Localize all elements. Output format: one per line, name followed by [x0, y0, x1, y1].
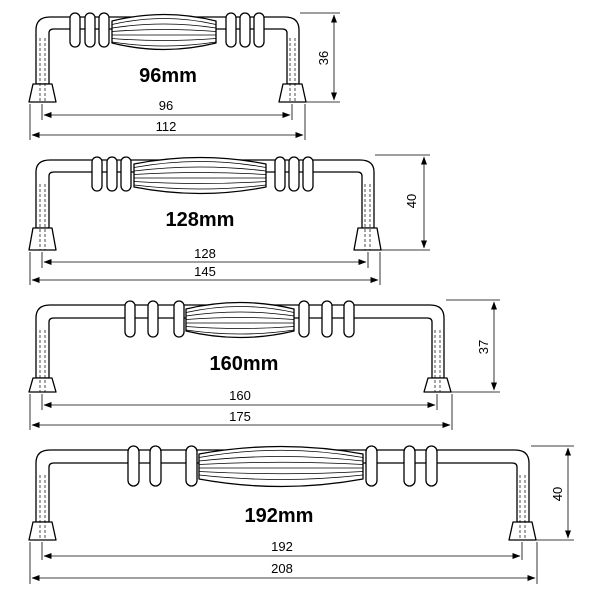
- height-value: 36: [316, 51, 331, 65]
- dimension-lines: [29, 154, 430, 285]
- height-value: 37: [476, 340, 491, 354]
- size-label: 96mm: [139, 65, 197, 87]
- size-label: 160mm: [210, 353, 279, 375]
- handle-192mm: 192mm 192 208 40: [28, 445, 574, 584]
- handle-body: [28, 445, 537, 541]
- handle-160mm: 160mm 160 175 37: [28, 299, 500, 430]
- handle-96mm: 96mm 96 112 36: [28, 12, 340, 140]
- overall-length-value: 145: [194, 264, 216, 279]
- handle-body: [28, 156, 382, 251]
- handle-body: [28, 300, 452, 393]
- dimension-lines: [29, 445, 574, 584]
- dimension-lines: [29, 299, 500, 430]
- hole-spacing-value: 160: [229, 388, 251, 403]
- height-value: 40: [550, 487, 565, 501]
- size-label: 128mm: [166, 209, 235, 231]
- dimension-lines: [29, 12, 340, 140]
- overall-length-value: 112: [156, 119, 177, 134]
- size-label: 192mm: [245, 505, 314, 527]
- hole-spacing-value: 192: [271, 539, 293, 554]
- overall-length-value: 175: [229, 409, 251, 424]
- hole-spacing-value: 96: [159, 98, 173, 113]
- handle-body: [28, 12, 307, 103]
- hole-spacing-value: 128: [194, 246, 216, 261]
- height-value: 40: [404, 194, 419, 208]
- overall-length-value: 208: [271, 561, 293, 576]
- handle-128mm: 128mm 128 145 40: [28, 154, 430, 285]
